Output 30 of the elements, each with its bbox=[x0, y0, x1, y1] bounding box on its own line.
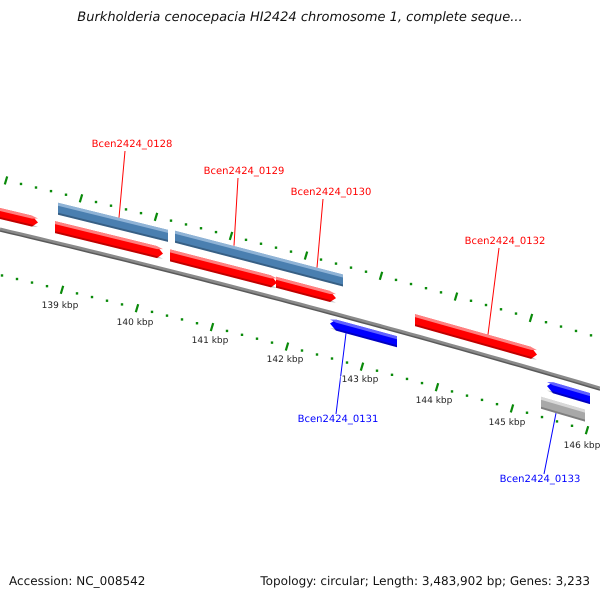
scale-label: 145 kbp bbox=[488, 419, 526, 428]
gene-label: Bcen2424_0133 bbox=[500, 475, 580, 485]
map-title: Burkholderia cenocepacia HI2424 chromosome 1, complete seque... bbox=[76, 11, 524, 24]
scale-label: 143 kbp bbox=[340, 376, 380, 385]
scale-label: 141 kbp bbox=[190, 337, 230, 346]
gene-label: Bcen2424_0129 bbox=[204, 167, 284, 177]
gene-feature bbox=[541, 396, 585, 422]
leader-line bbox=[316, 198, 324, 268]
gene-label: Bcen2424_0128 bbox=[92, 140, 172, 150]
gene-label: Bcen2424_0130 bbox=[290, 188, 372, 198]
gene-feature bbox=[276, 276, 336, 303]
scale-label: 144 kbp bbox=[414, 397, 454, 406]
gene-feature bbox=[547, 382, 590, 404]
scale-label: 146 kbp bbox=[562, 442, 600, 451]
leader-line bbox=[118, 150, 126, 218]
gene-feature bbox=[415, 314, 537, 360]
gene-feature bbox=[330, 320, 397, 348]
leader-line bbox=[234, 178, 238, 246]
leader-line bbox=[488, 248, 500, 336]
scale-label: 140 kbp bbox=[116, 319, 154, 328]
scale-label: 142 kbp bbox=[266, 356, 304, 365]
gene-label: Bcen2424_0131 bbox=[298, 415, 378, 425]
gene-label: Bcen2424_0132 bbox=[464, 237, 546, 247]
scale-label: 139 kbp bbox=[40, 302, 80, 311]
gene-feature bbox=[170, 249, 277, 288]
footer-text: Topology: circular; Length: 3,483,902 bp; Genes: 3,233 bbox=[260, 575, 590, 587]
gene-feature bbox=[0, 206, 38, 227]
footer-text: Accession: NC_008542 bbox=[9, 575, 146, 587]
gene-feature bbox=[55, 221, 163, 259]
leader-line bbox=[336, 332, 346, 414]
